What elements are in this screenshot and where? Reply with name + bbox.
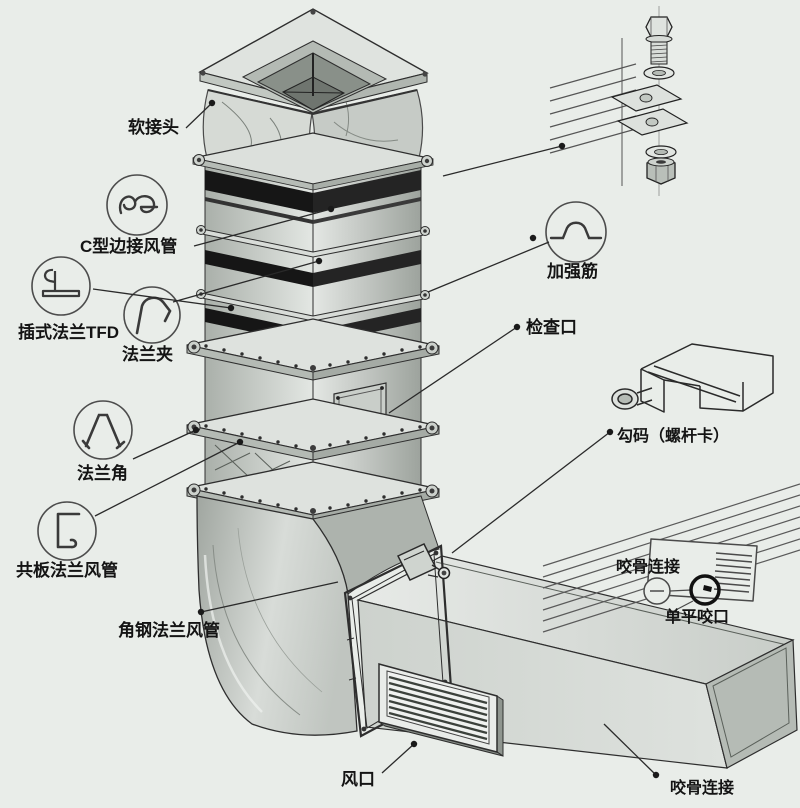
grille-louvers	[388, 675, 488, 741]
flange-clamp-profile-icon	[123, 286, 181, 344]
clamp-bolt-icon	[611, 387, 653, 410]
label-flange-clamp: 法兰夹	[122, 344, 173, 364]
label-flange-corner: 法兰角	[77, 463, 128, 483]
hook-clamp-detail	[611, 343, 774, 413]
flange-bolt-exploded-detail	[549, 6, 689, 196]
leader-dots	[192, 99, 660, 779]
label-seam-joint-mid: 咬骨连接	[616, 557, 680, 576]
flange-bar-lines	[549, 63, 637, 154]
upper-flange-plate	[192, 132, 434, 191]
elbow-front-face	[196, 495, 358, 736]
hook-clamp-installed	[396, 543, 451, 581]
label-angle-steel-duct: 角钢法兰风管	[118, 620, 220, 640]
c-type-seam-profile-icon	[106, 174, 168, 236]
nut-icon	[646, 157, 676, 185]
label-stiffener-rib: 加强筋	[546, 261, 598, 281]
stiffener-rib-profile-icon	[545, 201, 607, 263]
label-common-plate-duct: 共板法兰风管	[16, 560, 118, 580]
horizontal-duct	[343, 543, 798, 769]
top-flange-frame	[198, 8, 429, 114]
label-hook-clamp: 勾码（螺杆卡）	[617, 426, 729, 445]
washer-icon-bottom	[645, 145, 677, 159]
label-c-type-duct: C型边接风管	[80, 236, 177, 256]
label-single-flat-seam: 单平咬口	[665, 607, 729, 626]
leader-lines	[92, 102, 657, 776]
plug-flange-profile-icon	[31, 256, 91, 316]
duct-tower	[186, 8, 440, 524]
duct-end-face	[705, 639, 798, 769]
label-air-outlet: 风口	[341, 770, 375, 789]
common-plate-profile-icon	[37, 501, 97, 561]
label-soft-joint: 软接头	[128, 117, 179, 137]
label-plug-flange-tfd: 插式法兰TFD	[18, 322, 119, 342]
label-seam-joint-bottom: 咬骨连接	[670, 778, 734, 797]
flange-corner-plates	[610, 84, 689, 136]
bolt-icon	[645, 16, 673, 65]
single-flat-seam-circle	[689, 574, 721, 606]
air-grille	[378, 663, 504, 757]
flange-corner-profile-icon	[73, 400, 133, 460]
washer-icon-top	[643, 66, 675, 80]
elbow-duct	[196, 495, 440, 736]
seam-joint-detail	[542, 483, 800, 633]
label-inspection-port: 检查口	[526, 317, 577, 337]
